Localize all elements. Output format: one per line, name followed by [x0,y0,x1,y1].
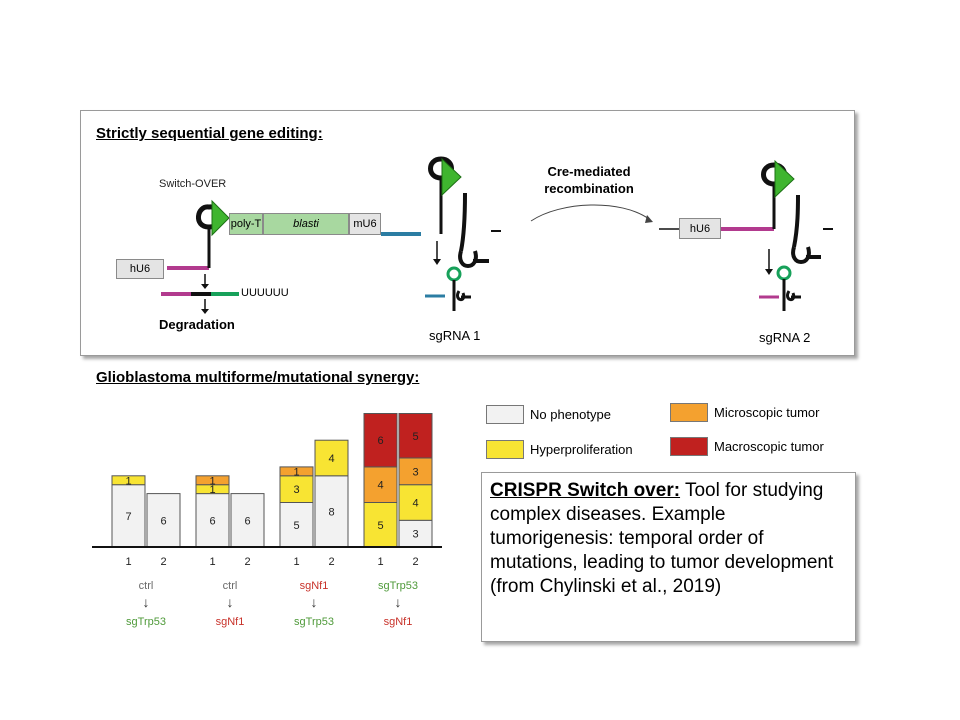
bar-segment-hyperproliferation [279,475,314,504]
degradation-label: Degradation [159,317,235,332]
legend-label: Hyperproliferation [530,442,633,457]
bar-segment-label: 5 [412,431,418,443]
glioblastoma-heading: Glioblastoma multiforme/mutational syner… [96,369,420,386]
switch-over-diagram [161,156,833,314]
bar-segment-hyperproliferation [111,475,146,486]
bar-segment-label: 4 [377,480,383,492]
legend-swatch-macroscopic [670,437,708,456]
order-label-first: sgNf1 [300,580,329,592]
legend-macroscopic: Macroscopic tumor [670,437,824,456]
promoter-triangle-icon [441,157,462,197]
bar-segment-label: 4 [412,498,418,510]
bar-segment-label: 6 [244,515,250,527]
promoter-triangle-icon [211,199,230,237]
bar-segment-label: 6 [209,515,215,527]
hu6-box: hU6 [116,259,164,279]
bar-segment-label: 6 [160,515,166,527]
sgrna2-label: sgRNA 2 [759,330,811,345]
bar-segment-label: 5 [293,520,299,532]
bar-segment-macroscopic [398,413,433,459]
legend-label: Macroscopic tumor [714,439,824,454]
x-tick-label: 1 [293,556,299,568]
bar-segment-label: 3 [412,466,418,478]
tumor-stacked-bar-chart: 71162ctrl↓sgTrp53611162ctrl↓sgNf15311842… [92,413,442,628]
x-tick-label: 1 [377,556,383,568]
cre-arrow-head-icon [645,215,653,223]
arrow-head-icon [201,309,209,314]
bar-segment-no_phenotype [111,484,146,548]
sgrna1-label: sgRNA 1 [429,328,481,343]
order-label-first: sgTrp53 [378,580,418,592]
order-arrow-icon: ↓ [227,594,234,610]
summary-emphasis: CRISPR Switch over: [490,480,681,501]
summary-body: Tool for studying complex diseases. Exam… [490,480,834,597]
order-label-second: sgNf1 [384,616,413,628]
bar-segment-macroscopic [363,413,398,468]
arrow-head-icon [433,259,441,265]
order-label-second: sgNf1 [216,616,245,628]
x-tick-label: 2 [412,556,418,568]
bar-segment-label: 1 [293,466,299,478]
summary-text: CRISPR Switch over: Tool for studying co… [490,479,850,599]
cre-label-line2: recombination [544,181,634,196]
cre-arrow [530,204,650,222]
bar-segment-microscopic [279,466,314,477]
x-tick-label: 1 [125,556,131,568]
scaffold-hairpin [458,250,489,268]
order-arrow-icon: ↓ [395,594,402,610]
x-tick-label: 1 [209,556,215,568]
sequential-editing-panel: Strictly sequential gene editing: [80,110,855,356]
bar-segment-label: 4 [328,453,334,465]
order-label-first: ctrl [223,580,238,592]
cre-label-line1: Cre-mediated [547,164,631,179]
bar-segment-label: 7 [125,511,131,523]
order-label-first: ctrl [139,580,154,592]
legend-swatch-no-phenotype [486,405,524,424]
bar-segment-no_phenotype [230,493,265,548]
bar-segment-label: 5 [377,520,383,532]
legend-microscopic: Microscopic tumor [670,403,819,422]
blasti-box: blasti [263,213,349,235]
order-label-second: sgTrp53 [126,616,166,628]
x-tick-label: 2 [244,556,250,568]
bar-segment-label: 8 [328,506,334,518]
legend-hyperproliferation: Hyperproliferation [486,440,633,459]
bar-segment-no_phenotype [279,502,314,548]
bar-segment-label: 1 [125,475,131,487]
hu6-right-box: hU6 [679,218,721,239]
x-tick-label: 2 [160,556,166,568]
summary-panel: CRISPR Switch over: Tool for studying co… [481,472,856,642]
bar-segment-label: 3 [293,484,299,496]
bar-segment-label: 1 [209,484,215,496]
mu6-box: mU6 [349,213,381,235]
x-tick-label: 2 [328,556,334,568]
uuuuuu-label: UUUUUU [241,287,289,299]
switch-over-label: Switch-OVER [159,178,227,190]
promoter-triangle-icon [774,159,795,199]
bar-segment-microscopic [195,475,230,486]
arrow-head-icon [201,284,209,289]
bar-segment-hyperproliferation [314,439,349,477]
legend-label: Microscopic tumor [714,405,820,420]
arrow-head-icon [765,269,773,275]
bar-segment-label: 6 [377,435,383,447]
bar-segment-label: 1 [209,475,215,487]
small-loop-green [776,265,792,281]
order-label-second: sgTrp53 [294,616,334,628]
legend-swatch-microscopic [670,403,708,422]
bar-segment-microscopic [398,457,433,486]
legend-no-phenotype: No phenotype [486,405,611,424]
order-arrow-icon: ↓ [311,594,318,610]
panel-heading: Strictly sequential gene editing: [96,125,323,142]
small-loop-green [446,266,462,282]
scaffold-hairpin [459,192,467,252]
bar-segment-no_phenotype [146,493,181,548]
poly-t-box: poly-T [229,213,263,235]
cre-label: Cre-mediated recombination [527,163,651,197]
legend-label: No phenotype [530,407,611,422]
order-arrow-icon: ↓ [143,594,150,610]
legend-swatch-hyperproliferation [486,440,524,459]
bar-segment-label: 3 [412,529,418,541]
